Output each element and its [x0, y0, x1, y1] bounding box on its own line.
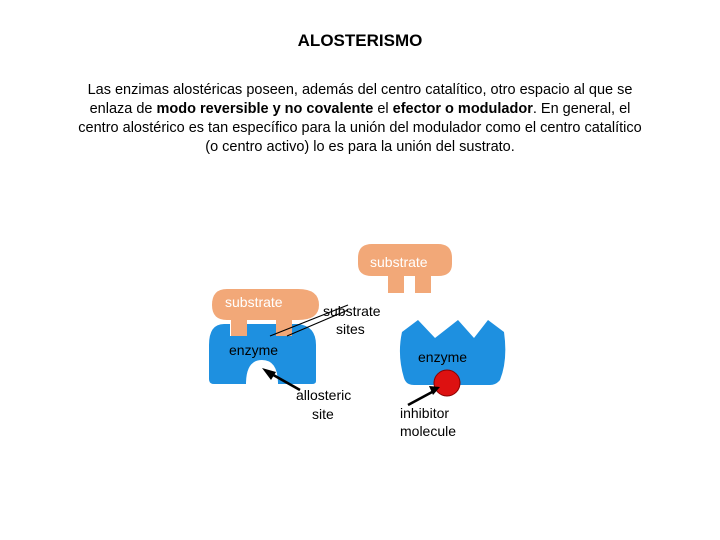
enzyme-right-label: enzyme [418, 349, 467, 365]
allosteric-site-arrowhead [262, 368, 276, 380]
inhibitor-label-1: inhibitor [400, 405, 449, 421]
inhibitor-pointer [408, 391, 434, 405]
substrate-left-label: substrate [225, 294, 283, 310]
substrate-sites-label-1: substrate [323, 303, 381, 319]
enzyme-left-label: enzyme [229, 342, 278, 358]
inhibitor-molecule-shape [434, 370, 460, 396]
inhibitor-label-2: molecule [400, 423, 456, 439]
substrate-top-label: substrate [370, 254, 428, 270]
allosteric-site-label-1: allosteric [296, 387, 351, 403]
substrate-sites-label-2: sites [336, 321, 365, 337]
allosteric-site-label-2: site [312, 406, 334, 422]
